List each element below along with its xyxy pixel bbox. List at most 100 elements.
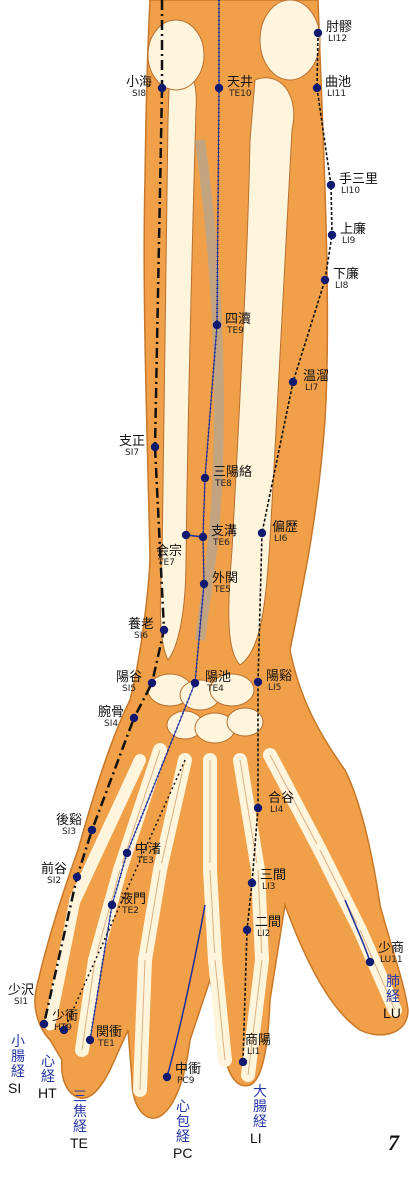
acupoint-si7 [151,443,159,451]
point-name-li1: 商陽 [245,1034,271,1047]
acupoint-li4 [254,804,262,812]
acupoint-li10 [327,181,335,189]
point-name-li3: 三間 [260,869,286,882]
point-code-si3: SI3 [62,828,76,837]
point-name-li10: 手三里 [339,173,378,186]
acupoint-te4 [191,679,199,687]
point-code-li9: LI9 [342,237,355,246]
acupoint-li12 [314,29,322,37]
point-name-li12: 肘髎 [326,21,352,34]
point-code-li2: LI2 [257,930,270,939]
meridian-code-li: LI [250,1131,262,1145]
point-name-te2: 液門 [120,893,146,906]
point-name-te10: 天井 [227,76,253,89]
point-name-si1: 少沢 [8,984,34,997]
acupoint-si4 [130,714,138,722]
point-code-pc9: PC9 [177,1077,194,1086]
point-name-te7: 会宗 [156,545,182,558]
point-code-li11: LI11 [327,90,346,99]
point-name-lu11: 少商 [378,942,404,955]
meridian-name-si: 小腸経 [10,1035,26,1080]
acupoint-li9 [328,231,336,239]
meridian-name-te: 三焦経 [72,1090,88,1135]
acupoint-si6 [160,626,168,634]
meridian-name-li: 大腸経 [252,1085,268,1130]
point-code-li12: LI12 [328,35,347,44]
acupoint-te6 [199,533,207,541]
point-name-li5: 陽谿 [266,670,292,683]
olecranon [148,20,204,90]
meridian-name-ht: 心経 [40,1055,56,1085]
point-code-li10: LI10 [341,187,360,196]
point-code-te5: TE5 [214,586,231,595]
point-code-si6: SI6 [134,632,148,641]
point-code-li6: LI6 [274,535,287,544]
point-name-te1: 関衝 [96,1026,122,1039]
point-name-te9: 四瀆 [225,313,251,326]
point-name-li11: 曲池 [325,76,351,89]
point-code-li7: LI7 [305,384,318,393]
point-code-ht9: HT9 [54,1024,72,1033]
point-name-te4: 陽池 [205,671,231,684]
meridian-code-lu: LU [383,1006,401,1020]
point-code-lu11: LU11 [380,956,403,965]
meridian-code-pc: PC [173,1146,192,1160]
point-name-li8: 下廉 [333,268,359,281]
humerus-condyle [260,0,320,80]
acupoint-te1 [86,1036,94,1044]
acupoint-te3 [123,849,131,857]
acupoint-si1 [40,1020,48,1028]
acupoint-li8 [321,276,329,284]
point-code-si4: SI4 [104,720,118,729]
meridian-name-pc: 心包経 [175,1100,191,1145]
acupoint-si5 [148,679,156,687]
point-code-si8: SI8 [132,90,146,99]
point-code-si7: SI7 [125,449,139,458]
acupoint-te8 [201,474,209,482]
point-code-li3: LI3 [262,883,275,892]
point-code-li8: LI8 [335,282,348,291]
point-code-te8: TE8 [215,480,232,489]
acupoint-te5 [200,580,208,588]
page-number: 7 [388,1130,399,1156]
acupoint-li1 [239,1058,247,1066]
point-name-li7: 温溜 [303,370,329,383]
point-code-te4: TE4 [207,685,224,694]
point-name-si7: 支正 [119,435,145,448]
acupoint-li6 [258,529,266,537]
acupoint-si2 [73,873,81,881]
point-name-li9: 上廉 [340,223,366,236]
point-code-te3: TE3 [137,857,154,866]
point-name-te3: 中渚 [135,843,161,856]
point-code-si2: SI2 [47,877,61,886]
meridian-code-te: TE [70,1136,88,1150]
arm-anatomy [35,0,408,1118]
point-code-te6: TE6 [213,539,230,548]
acupoint-li7 [289,378,297,386]
acupoint-si3 [88,826,96,834]
point-name-si5: 陽谷 [116,671,142,684]
point-code-te7: TE7 [158,559,175,568]
point-name-li2: 二間 [255,916,281,929]
point-code-te9: TE9 [227,327,244,336]
acupoint-si8 [158,84,166,92]
point-code-si1: SI1 [14,998,28,1007]
point-name-te5: 外関 [212,572,238,585]
acupoint-pc9 [163,1073,171,1081]
point-name-li6: 偏歴 [272,521,298,534]
acupoint-li5 [254,678,262,686]
point-name-si4: 腕骨 [98,706,124,719]
point-code-te1: TE1 [98,1040,115,1049]
acupoint-li3 [248,879,256,887]
point-name-ht9: 少衝 [52,1010,78,1023]
point-code-te10: TE10 [229,90,252,99]
acupoint-li2 [243,926,251,934]
meridian-code-ht: HT [38,1086,57,1100]
acupoint-te9 [213,321,221,329]
carpal-bone [227,708,263,736]
point-code-te2: TE2 [122,907,139,916]
acupoint-li11 [313,84,321,92]
point-code-li5: LI5 [268,684,281,693]
meridian-code-si: SI [8,1081,21,1095]
point-name-te8: 三陽絡 [213,466,252,479]
